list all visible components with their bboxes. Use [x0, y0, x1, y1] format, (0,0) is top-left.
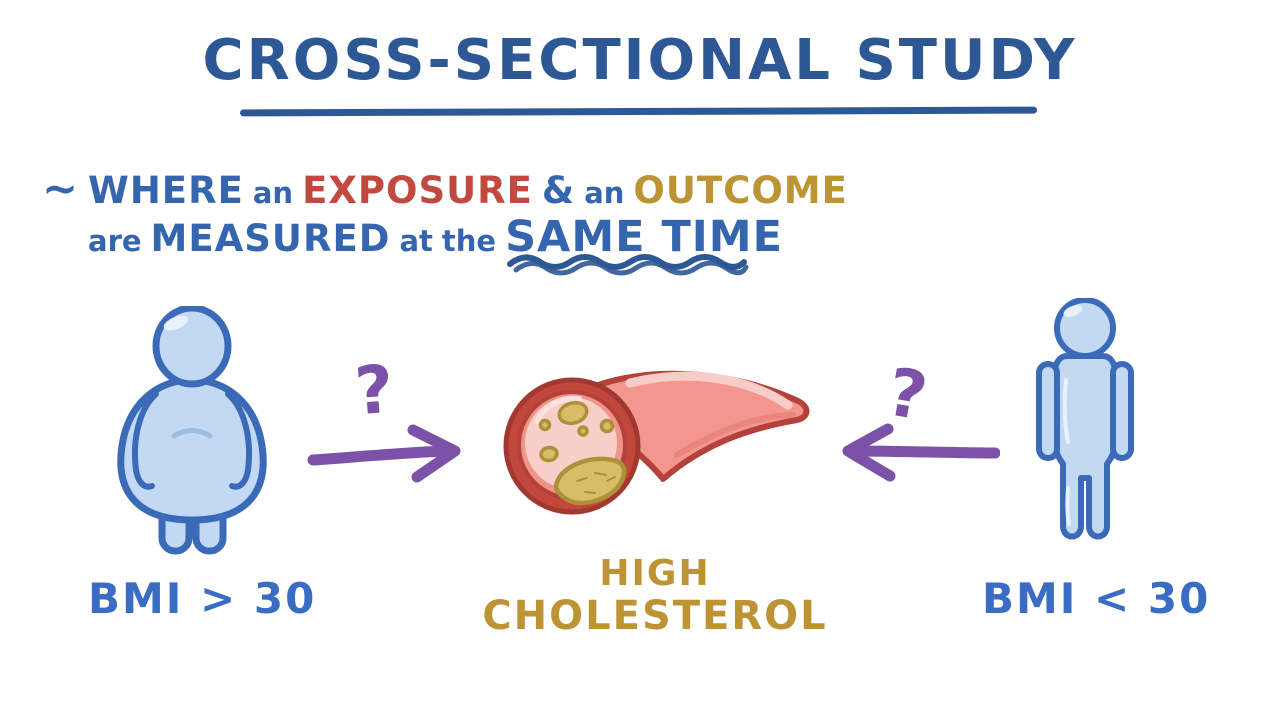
outcome-label-line1: HIGH	[599, 553, 711, 594]
plaque	[553, 456, 627, 506]
subtitle-an-1: an	[252, 176, 294, 210]
subtitle-where: WHERE	[88, 169, 244, 212]
subtitle-measured: MEASURED	[150, 217, 391, 260]
outcome-label: HIGH CHOLESTEROL	[455, 553, 855, 640]
outcome-label-line2: CHOLESTEROL	[482, 593, 828, 640]
comparison-group-label: BMI < 30	[982, 574, 1211, 623]
arrow-right-icon	[307, 424, 461, 483]
subtitle-are: are	[88, 224, 142, 258]
right-arm	[1110, 361, 1134, 461]
subtitle-tilde: ~	[42, 164, 80, 214]
left-arm	[1036, 361, 1060, 461]
subtitle-at: at	[399, 224, 433, 258]
subtitle-ampersand: &	[541, 169, 576, 212]
subtitle-outcome: OUTCOME	[633, 169, 848, 212]
head	[1054, 298, 1116, 359]
wavy-underline	[507, 254, 749, 276]
subtitle-the: the	[441, 224, 497, 258]
slim-person-icon	[1036, 298, 1134, 540]
subtitle-exposure: EXPOSURE	[302, 169, 533, 212]
exposure-group-label: BMI > 30	[88, 574, 317, 623]
page-title: CROSS-SECTIONAL STUDY	[202, 28, 1078, 93]
obese-person-icon	[117, 306, 267, 555]
subtitle-an-2: an	[584, 176, 625, 210]
title-underline	[239, 106, 1038, 117]
artery-cross-section-icon	[503, 370, 810, 515]
question-mark-left: ?	[352, 350, 396, 431]
subtitle-same-time: SAME TIME	[505, 212, 783, 262]
body	[117, 376, 267, 524]
arrow-left-icon	[842, 423, 1000, 482]
